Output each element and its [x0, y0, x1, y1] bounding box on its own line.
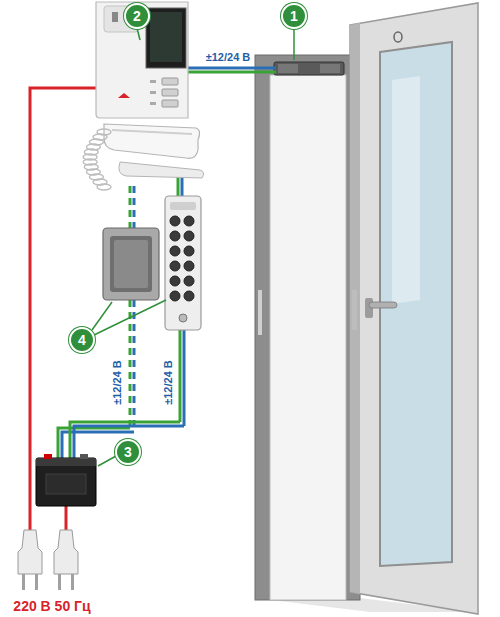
- keypad-key: [184, 276, 194, 286]
- leader-line: [92, 28, 294, 466]
- callout-number: 3: [115, 439, 141, 465]
- callout-number: 1: [281, 3, 307, 29]
- handset-cord: [83, 129, 111, 190]
- keypad-key: [184, 246, 194, 256]
- mains-label: 220 В 50 Гц: [13, 599, 90, 613]
- low-voltage-wire: [186, 68, 276, 72]
- door-frame: [255, 55, 360, 600]
- video-intercom: [96, 2, 204, 178]
- keypad-key: [170, 261, 180, 271]
- keypad-key: [170, 291, 180, 301]
- voltage-label: ±12/24 В: [110, 358, 123, 407]
- door-leaf: [350, 3, 478, 614]
- card-reader: [103, 228, 159, 300]
- voltage-label: ±12/24 В: [204, 51, 253, 64]
- keypad-key: [184, 291, 194, 301]
- keypad-key: [184, 216, 194, 226]
- keypad-key: [170, 216, 180, 226]
- battery: [36, 454, 96, 506]
- keypad-key: [170, 276, 180, 286]
- voltage-label: ±12/24 В: [161, 358, 174, 407]
- callout-number: 2: [124, 3, 150, 29]
- keypad-key: [184, 231, 194, 241]
- cord-coil: [97, 184, 111, 190]
- callout-number: 4: [69, 327, 95, 353]
- mains-plug: [18, 530, 42, 590]
- keypad-key: [170, 246, 180, 256]
- magnetic-lock: [274, 62, 344, 75]
- keypad: [165, 196, 201, 330]
- mains-plug: [54, 530, 78, 590]
- keypad-key: [170, 231, 180, 241]
- keypad-key: [184, 261, 194, 271]
